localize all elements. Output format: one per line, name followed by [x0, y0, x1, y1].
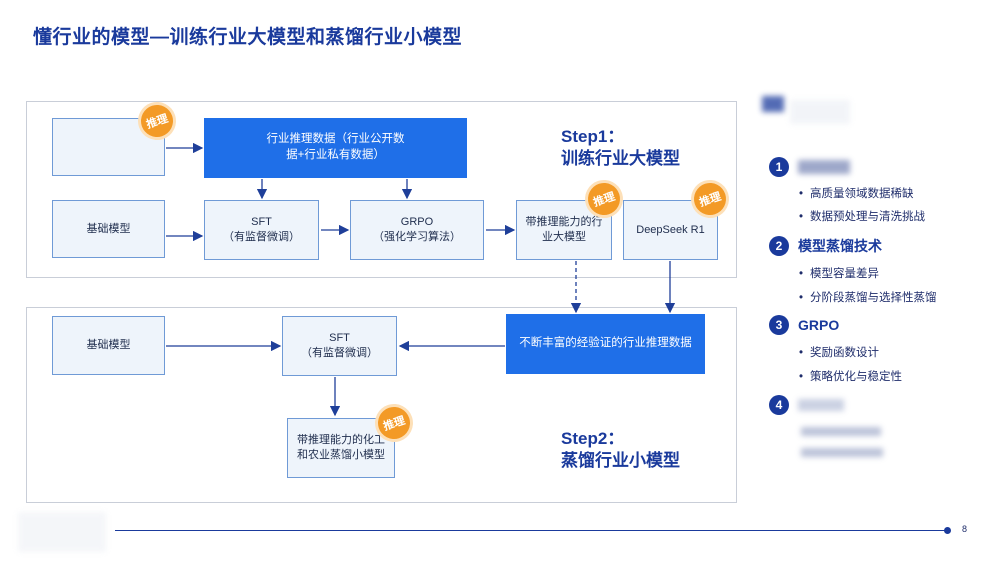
- section-bullet-blurred: [801, 448, 883, 457]
- footer-dot: [944, 527, 951, 534]
- section-bullet: 数据预处理与清洗挑战: [799, 208, 969, 224]
- sft-label: SFT: [251, 216, 272, 229]
- section-bullet: 奖励函数设计: [799, 344, 969, 360]
- step2-number: Step2：: [561, 429, 625, 448]
- industry-data-node: 行业推理数据（行业公开数据+行业私有数据）: [204, 118, 467, 178]
- sidebar-section-3: 3 GRPO 奖励函数设计 策略优化与稳定性: [769, 315, 969, 384]
- sft-node-1: SFT （有监督微调）: [204, 200, 319, 260]
- sft-label: SFT: [329, 332, 350, 345]
- grpo-node: GRPO （强化学习算法）: [350, 200, 484, 260]
- section-number: 4: [769, 395, 789, 415]
- base-model-node-1: 基础模型: [52, 200, 165, 258]
- section-title-blurred: [798, 399, 844, 411]
- sidebar-heading-glow: [790, 100, 850, 124]
- sft-desc: （有监督微调）: [223, 231, 300, 243]
- sft-desc: （有监督微调）: [301, 347, 378, 359]
- step2-label: Step2： 蒸馏行业小模型: [561, 428, 680, 472]
- section-heading: 4: [769, 395, 969, 415]
- section-number: 1: [769, 157, 789, 177]
- footer-logo-blurred: [18, 512, 106, 552]
- sidebar-section-2: 2 模型蒸馏技术 模型容量差异 分阶段蒸馏与选择性蒸馏: [769, 236, 989, 305]
- page-number: 8: [962, 524, 968, 534]
- section-heading: 3 GRPO: [769, 315, 969, 335]
- step1-number: Step1：: [561, 127, 625, 146]
- section-bullet: 分阶段蒸馏与选择性蒸馏: [799, 289, 989, 305]
- step1-text: 训练行业大模型: [561, 149, 680, 169]
- section-title: GRPO: [798, 317, 840, 333]
- page-title: 懂行业的模型—训练行业大模型和蒸馏行业小模型: [33, 27, 463, 48]
- step2-text: 蒸馏行业小模型: [561, 451, 680, 471]
- grpo-label: GRPO: [400, 216, 434, 229]
- section-heading: 2 模型蒸馏技术: [769, 236, 989, 256]
- section-bullet-blurred: [801, 427, 881, 436]
- section-title-blurred: [798, 160, 850, 174]
- step1-label: Step1： 训练行业大模型: [561, 126, 680, 170]
- sidebar-section-4: 4: [769, 395, 969, 457]
- section-bullet: 模型容量差异: [799, 265, 989, 281]
- sidebar-heading-blurred: [762, 96, 784, 112]
- sidebar-section-1: 1 高质量领域数据稀缺 数据预处理与清洗挑战: [769, 157, 969, 224]
- section-title: 模型蒸馏技术: [798, 238, 882, 254]
- section-number: 2: [769, 236, 789, 256]
- grpo-desc: （强化学习算法）: [373, 231, 461, 243]
- section-bullet: 策略优化与稳定性: [799, 368, 969, 384]
- section-number: 3: [769, 315, 789, 335]
- small-model-node: 带推理能力的化工和农业蒸馏小模型: [287, 418, 395, 478]
- footer-divider: [115, 530, 947, 531]
- sft-node-2: SFT （有监督微调）: [282, 316, 397, 376]
- deepseek-node: DeepSeek R1: [623, 200, 718, 260]
- base-model-node-2: 基础模型: [52, 316, 165, 375]
- verified-data-node: 不断丰富的经验证的行业推理数据: [506, 314, 705, 374]
- section-bullet: 高质量领域数据稀缺: [799, 185, 969, 201]
- section-heading: 1: [769, 157, 969, 177]
